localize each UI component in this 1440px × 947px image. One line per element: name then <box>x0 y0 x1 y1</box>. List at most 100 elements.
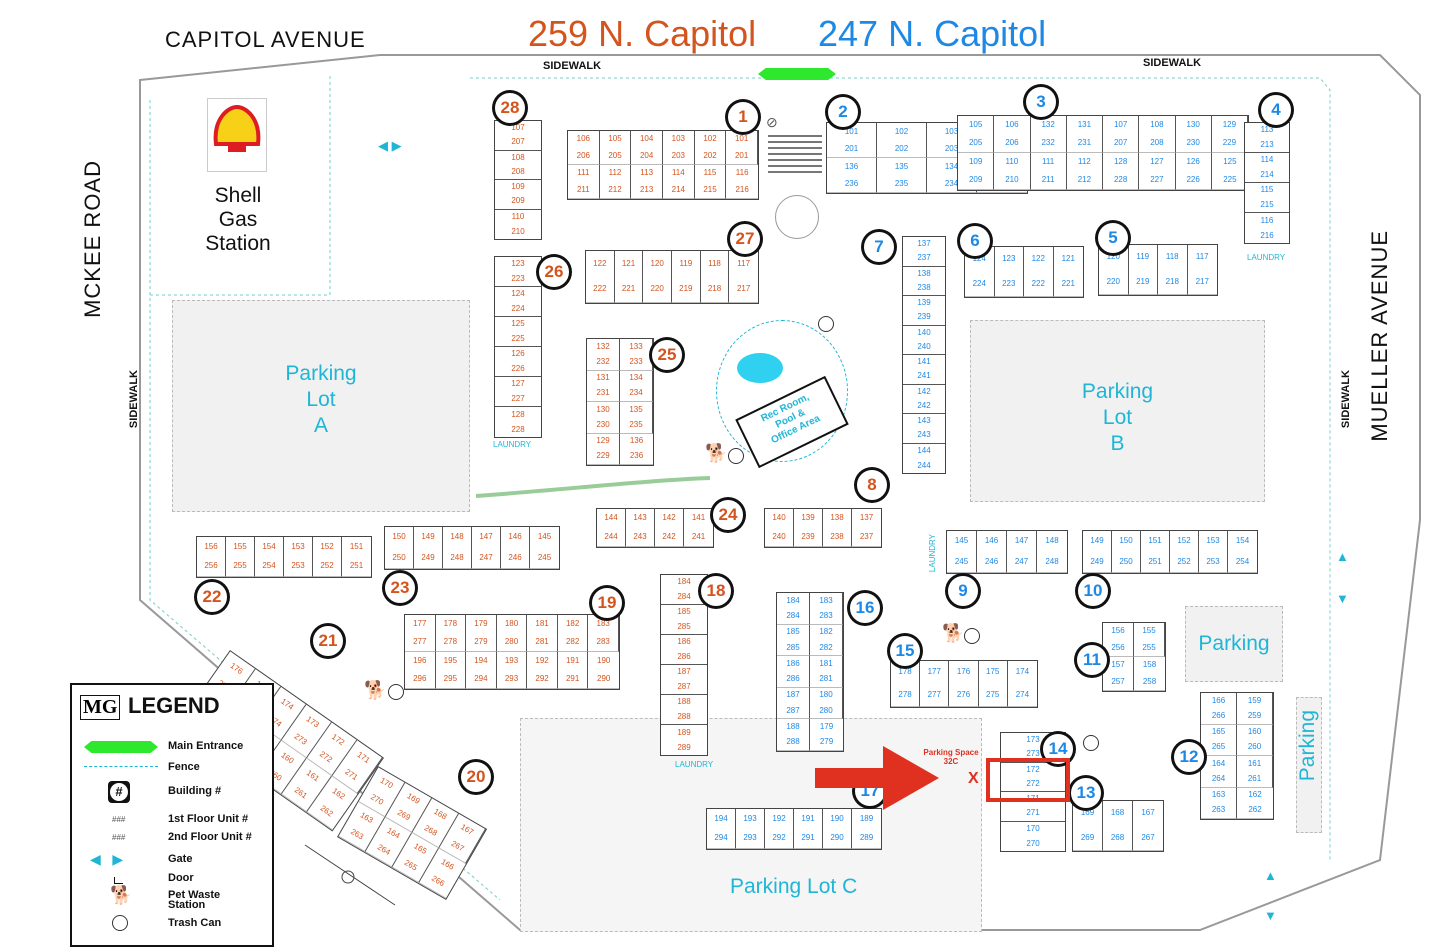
unit-first-floor: 167 <box>1141 808 1155 818</box>
unit-second-floor: 256 <box>1111 642 1125 652</box>
unit-second-floor: 205 <box>608 150 622 160</box>
unit-second-floor: 248 <box>450 552 464 562</box>
unit-second-floor: 237 <box>859 531 874 541</box>
unit-first-floor: 123 <box>511 259 525 269</box>
unit-first-floor: 106 <box>576 134 590 144</box>
main-entrance-icon <box>84 741 158 753</box>
unit-first-floor: 131 <box>596 373 610 383</box>
unit-second-floor: 287 <box>677 681 691 691</box>
unit-second-floor: 211 <box>1041 175 1055 184</box>
unit-first-floor: 124 <box>511 289 525 299</box>
unit-first-floor: 187 <box>786 690 800 700</box>
unit-second-floor: 220 <box>1106 276 1120 286</box>
unit-first-floor: 164 <box>1211 758 1226 768</box>
unit-first-floor: 140 <box>917 327 931 337</box>
unit-first-floor: 129 <box>596 436 610 446</box>
building-number-badge: 8 <box>857 470 887 500</box>
legend-trash: Trash Can <box>168 917 222 929</box>
building-number-badge: 7 <box>864 232 894 262</box>
unit-second-floor: 256 <box>204 561 218 571</box>
unit-first-floor: 115 <box>1260 185 1274 195</box>
unit-second-floor: 206 <box>1005 138 1019 147</box>
unit-second-floor: 218 <box>1165 276 1179 286</box>
unit-second-floor: 245 <box>537 552 552 562</box>
pet-waste-icon: 🐕 <box>705 443 728 463</box>
unit-first-floor: 188 <box>677 697 691 707</box>
logo-icon: MG <box>80 695 121 720</box>
unit-second-floor: 235 <box>894 178 909 188</box>
unit-first-floor: 102 <box>894 126 909 136</box>
unit-first-floor: 122 <box>1031 254 1045 264</box>
unit-second-floor: 246 <box>508 552 522 562</box>
unit-first-floor: 187 <box>677 667 691 677</box>
unit-second-floor: 293 <box>504 674 519 683</box>
unit-second-floor: 238 <box>917 282 931 292</box>
unit-second-floor: 203 <box>944 143 959 153</box>
unit-second-floor: 229 <box>1222 138 1237 147</box>
unit-first-floor: 104 <box>639 134 654 144</box>
unit-first-floor: 136 <box>629 436 644 446</box>
parking-lot-a: Parking Lot A <box>172 300 470 512</box>
gate-legend-icon: ◀ ▶ <box>90 851 124 867</box>
unit-first-floor: 150 <box>1119 536 1133 546</box>
unit-second-floor: 223 <box>511 273 525 283</box>
unit-second-floor: 287 <box>786 705 800 715</box>
unit-first-floor: 132 <box>1041 120 1055 129</box>
unit-second-floor: 285 <box>677 621 691 631</box>
unit-second-floor: 280 <box>504 637 519 646</box>
unit-first-floor: 130 <box>596 404 610 414</box>
unit-second-floor: 254 <box>1235 556 1250 566</box>
unit-first-floor: 105 <box>608 134 622 144</box>
unit-second-floor: 286 <box>677 651 691 661</box>
building-number-badge: 19 <box>592 588 622 618</box>
unit-first-floor: 120 <box>650 258 664 268</box>
unit-first-floor: 110 <box>1005 157 1019 166</box>
laundry-label: LAUNDRY <box>928 534 937 573</box>
unit-first-floor: 189 <box>677 727 691 737</box>
pool-area <box>716 320 848 462</box>
unit-first-floor: 173 <box>1026 735 1040 745</box>
legend-fence: Fence <box>168 761 200 773</box>
unit-first-floor: 146 <box>984 536 999 546</box>
unit-first-floor: 179 <box>819 722 834 732</box>
unit-first-floor: 125 <box>1223 157 1237 166</box>
unit-second-floor: 286 <box>786 674 800 684</box>
parking-space-marker: X <box>968 770 979 787</box>
unit-second-floor: 252 <box>1177 556 1191 566</box>
door-icon <box>114 877 123 884</box>
